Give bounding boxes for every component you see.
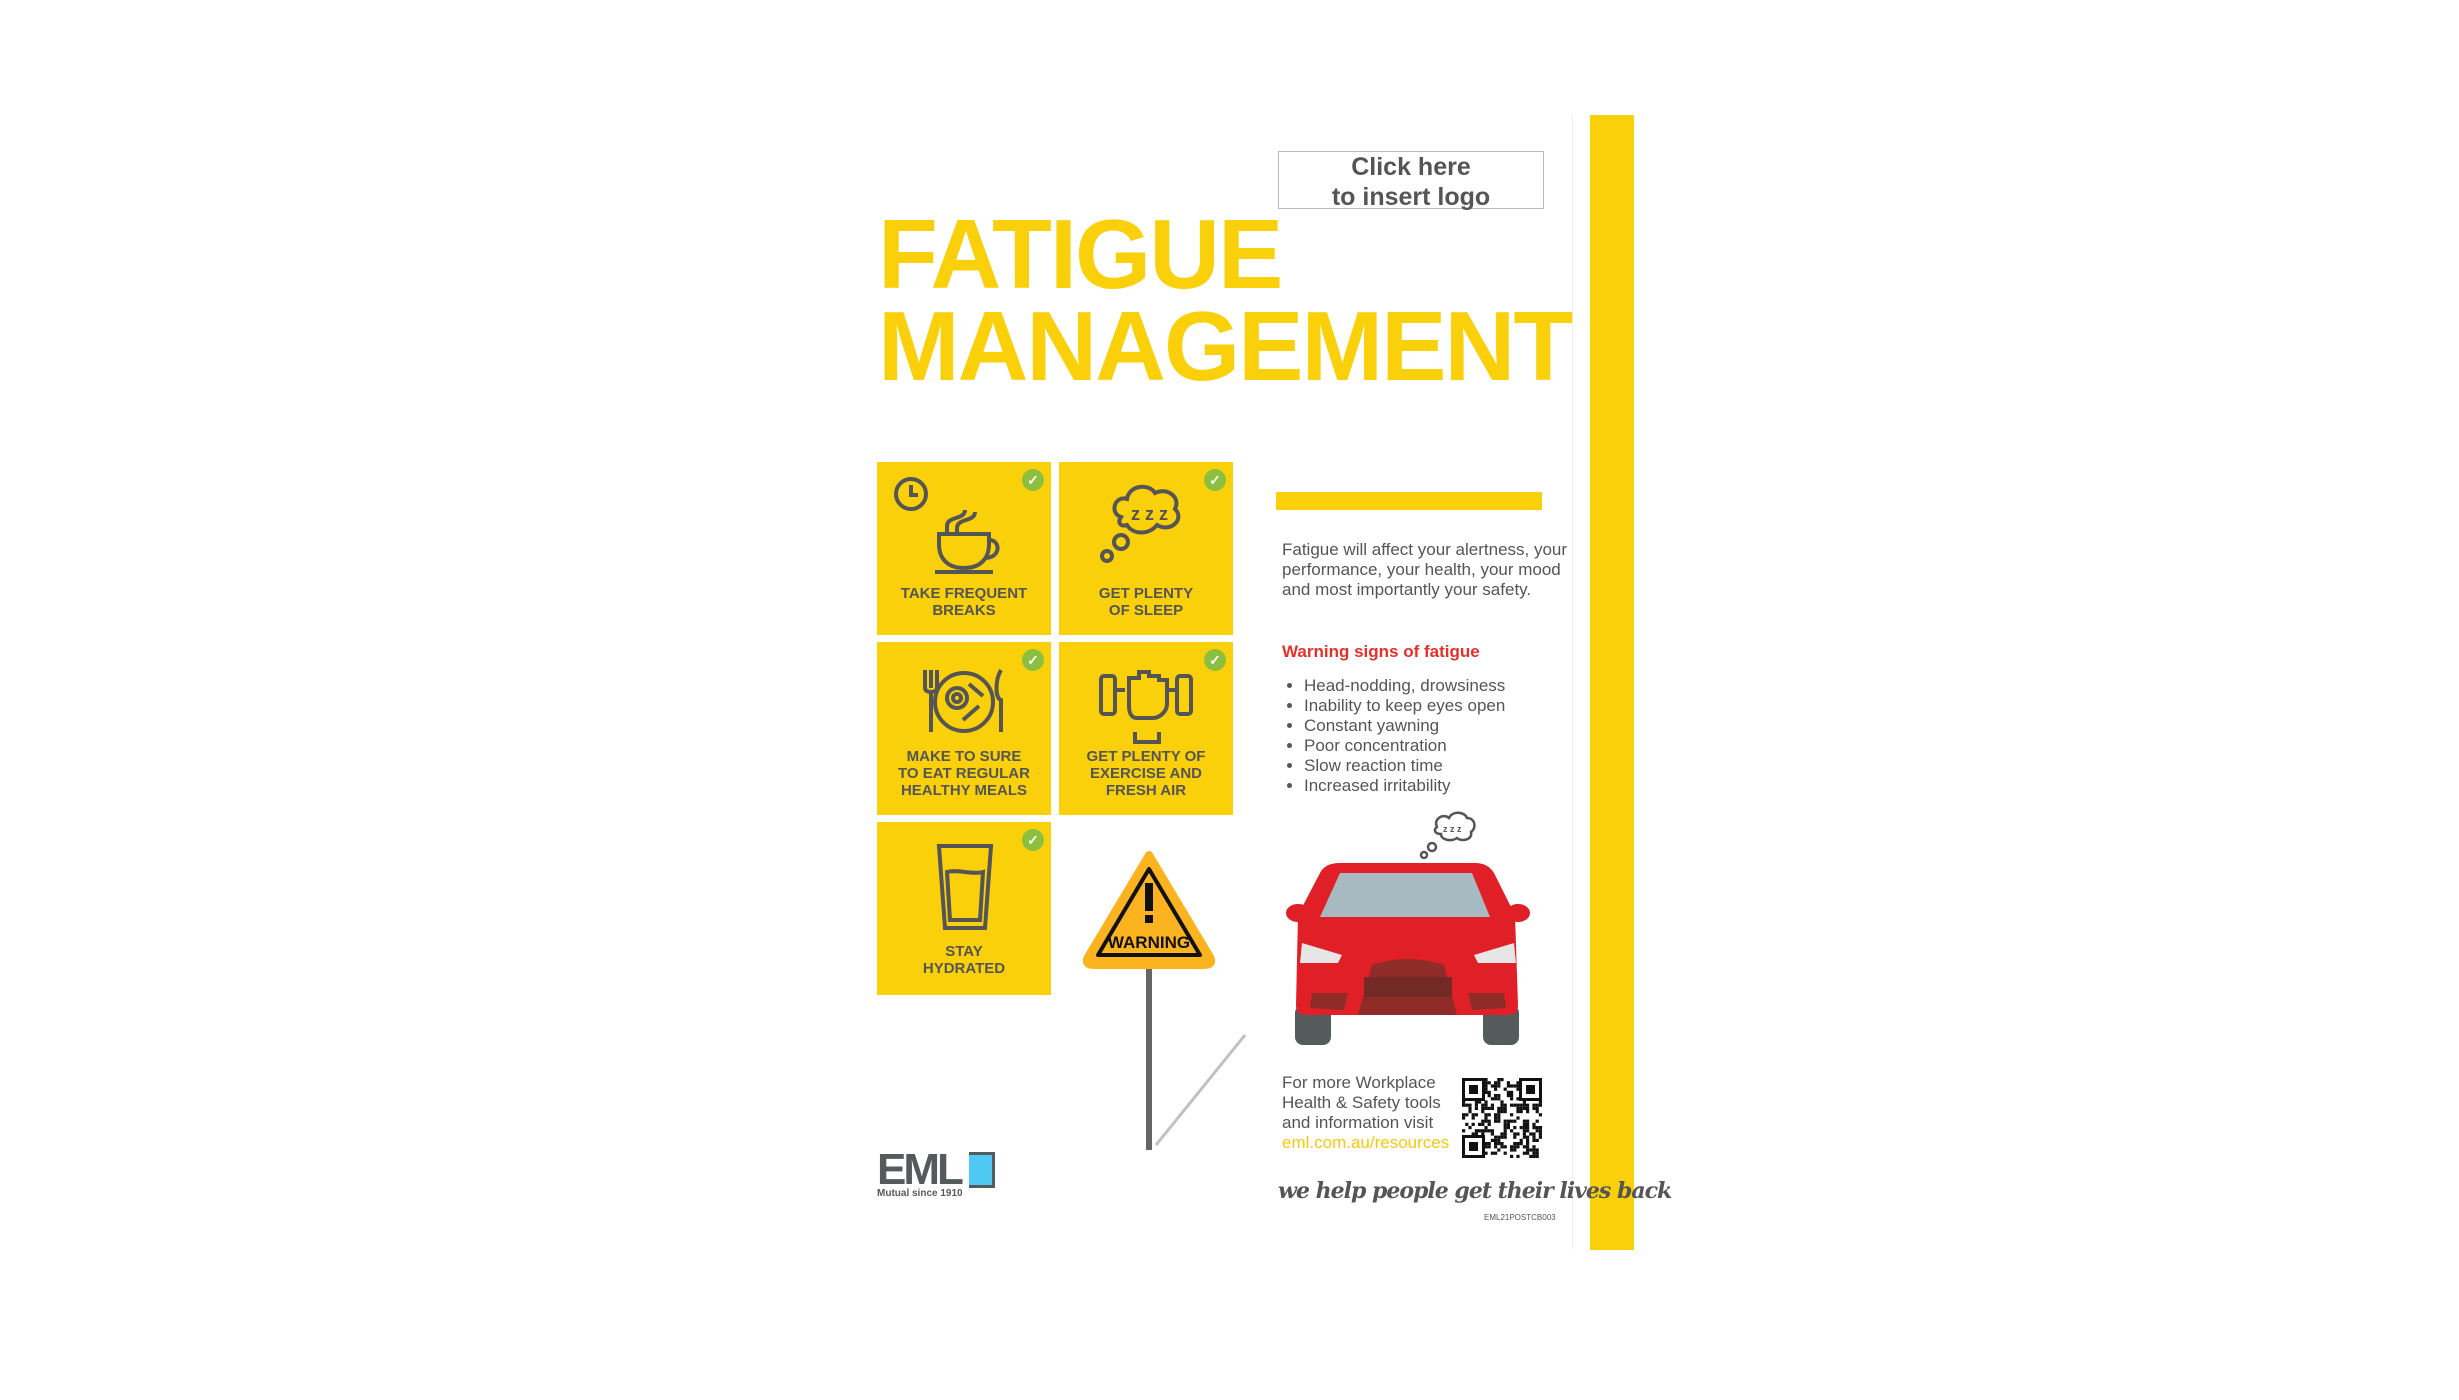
tile-label: FRESH AIR [1105,782,1187,799]
check-icon: ✓ [1204,469,1226,491]
meal-plate-icon [923,668,1003,733]
yellow-side-bar [1590,115,1634,1250]
footer-line: and information visit [1282,1113,1434,1132]
list-item: Slow reaction time [1304,756,1505,776]
warning-sign-illustration: WARNING [1082,851,1247,1150]
tile-label: BREAKS [932,602,996,619]
coffee-cup-clock-icon [894,477,1000,574]
tile-label: HEALTHY MEALS [900,782,1028,799]
footer-line: For more Workplace [1282,1073,1436,1092]
tile-label: OF SLEEP [1108,602,1184,619]
tile-label: MAKE TO SURE [906,748,1022,765]
logo-placeholder-line1: Click here [1351,153,1471,181]
sleep-bubble-icon [1419,811,1476,860]
brand-face-icon [969,1152,995,1188]
warning-sign-text: WARNING [1108,933,1190,952]
tile-label: HYDRATED [922,960,1006,977]
tile-label: GET PLENTY [1098,585,1194,602]
tagline: we help people get their lives back [1278,1178,1672,1204]
warning-heading: Warning signs of fatigue [1282,642,1480,661]
check-icon: ✓ [1022,829,1044,851]
svg-text:z z z: z z z [1443,824,1462,834]
page-title: FATIGUE MANAGEMENT [878,199,1573,401]
logo-placeholder-line2: to insert logo [1331,183,1491,211]
tile-label: GET PLENTY OF [1086,748,1206,765]
eml-logo: EML Mutual since 1910 [877,1148,995,1199]
tile-label: EXERCISE AND [1090,765,1202,782]
brand-name: EML [877,1145,964,1194]
svg-text:z z z: z z z [1131,504,1168,524]
resources-link[interactable]: eml.com.au/resources [1282,1133,1450,1152]
check-icon: ✓ [1204,649,1226,671]
check-icon: ✓ [1022,649,1044,671]
list-item: Increased irritability [1304,776,1505,796]
sleep-cloud-icon: z z z [1100,484,1181,563]
list-item: Inability to keep eyes open [1304,696,1505,716]
yellow-divider [1276,492,1542,510]
check-icon: ✓ [1022,469,1044,491]
page-edge [1572,115,1573,1250]
warning-signs-list: Head-nodding, drowsiness Inability to ke… [1282,676,1505,796]
list-item: Poor concentration [1304,736,1505,756]
qr-code-icon[interactable] [1462,1078,1542,1158]
dumbbell-fist-icon [1099,670,1193,744]
title-line1: FATIGUE [878,199,1283,309]
sleepy-car-illustration: z z z [1286,811,1530,1045]
footer-info: For more Workplace Health & Safety tools… [1282,1073,1449,1153]
title-line2: MANAGEMENT [878,291,1573,401]
footer-line: Health & Safety tools [1282,1093,1441,1112]
insert-logo-placeholder[interactable]: Click here to insert logo [1278,151,1544,211]
tile-label: STAY [945,943,983,960]
list-item: Head-nodding, drowsiness [1304,676,1505,696]
tile-label: TAKE FREQUENT [900,585,1028,602]
brand-subtitle: Mutual since 1910 [877,1188,963,1199]
document-code: EML21POSTCB003 [1484,1213,1556,1222]
water-glass-icon [936,844,994,930]
list-item: Constant yawning [1304,716,1505,736]
intro-paragraph: Fatigue will affect your alertness, your… [1282,540,1568,599]
tile-label: TO EAT REGULAR [898,765,1030,782]
